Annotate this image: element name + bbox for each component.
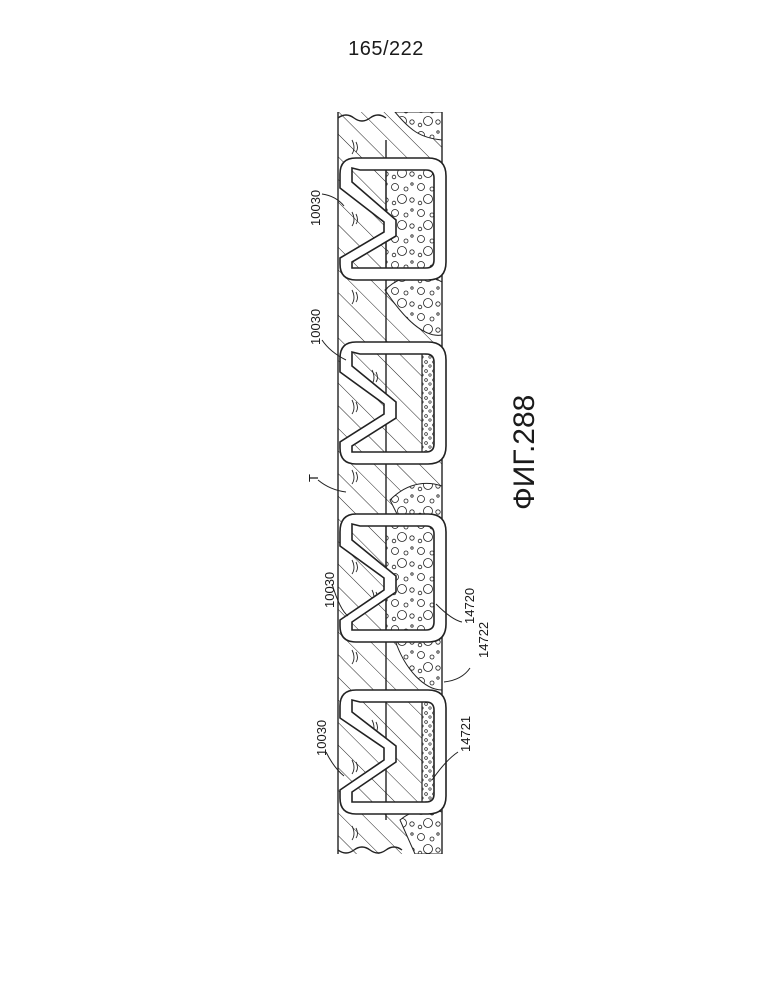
label-14722: 14722 bbox=[476, 622, 491, 658]
label-t: T bbox=[306, 474, 321, 482]
figure-caption: ФИГ.288 bbox=[508, 395, 541, 510]
label-10030-bottom: 10030 bbox=[314, 720, 329, 756]
label-10030-third: 10030 bbox=[322, 572, 337, 608]
label-14720: 14720 bbox=[462, 588, 477, 624]
label-14721: 14721 bbox=[458, 716, 473, 752]
label-10030-top: 10030 bbox=[308, 190, 323, 226]
label-10030-second: 10030 bbox=[308, 309, 323, 345]
